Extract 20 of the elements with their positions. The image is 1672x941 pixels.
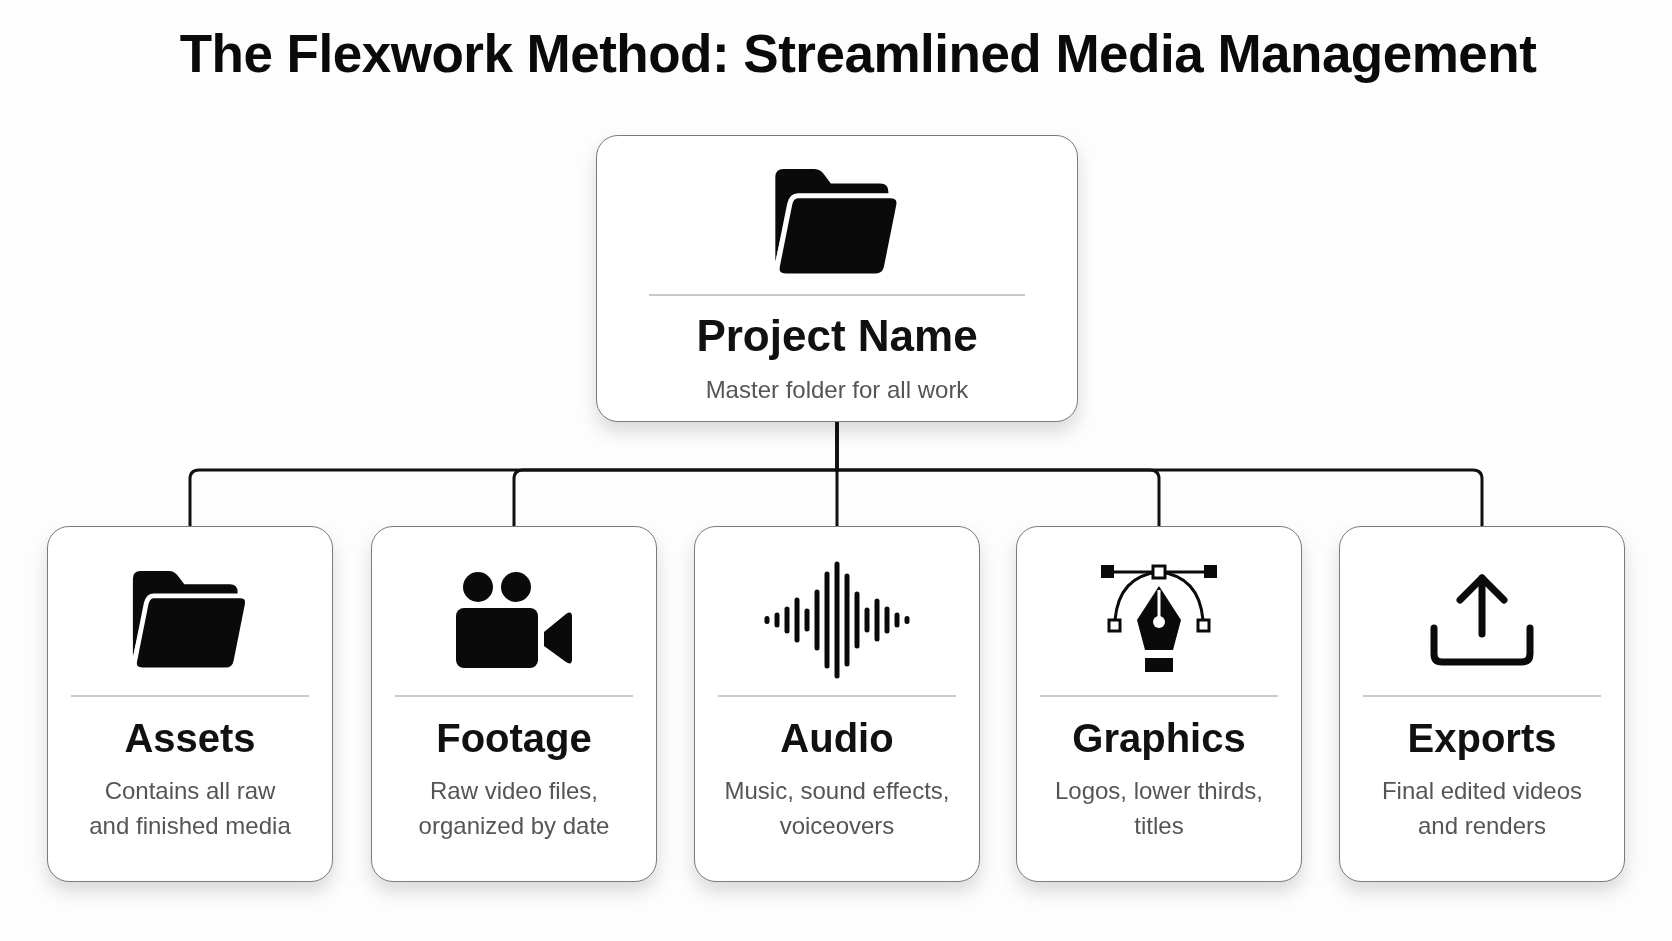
- diagram-title: The Flexwork Method: Streamlined Media Management: [179, 23, 1537, 85]
- node-title: Footage: [436, 715, 592, 762]
- folder-card: [47, 526, 333, 882]
- node-description: Logos, lower thirds, titles: [1053, 776, 1265, 841]
- node-title: Graphics: [1072, 715, 1246, 762]
- node-title: Assets: [124, 715, 256, 762]
- node-description: Final edited videos and renders: [1380, 776, 1584, 841]
- node-description: Master folder for all work: [705, 375, 969, 405]
- node-description: Music, sound effects, voiceovers: [723, 776, 951, 841]
- connector-line: [835, 422, 1484, 526]
- node-title: Project Name: [696, 310, 978, 362]
- folder-card: [1016, 526, 1302, 882]
- folder-card: [596, 135, 1078, 422]
- node-description: Contains all raw and finished media: [88, 776, 292, 841]
- node-description: Raw video files, organized by date: [417, 776, 611, 841]
- folder-card: [1339, 526, 1625, 882]
- folder-card: [371, 526, 657, 882]
- folder-card: [694, 526, 980, 882]
- node-title: Exports: [1407, 715, 1557, 762]
- node-title: Audio: [780, 715, 894, 762]
